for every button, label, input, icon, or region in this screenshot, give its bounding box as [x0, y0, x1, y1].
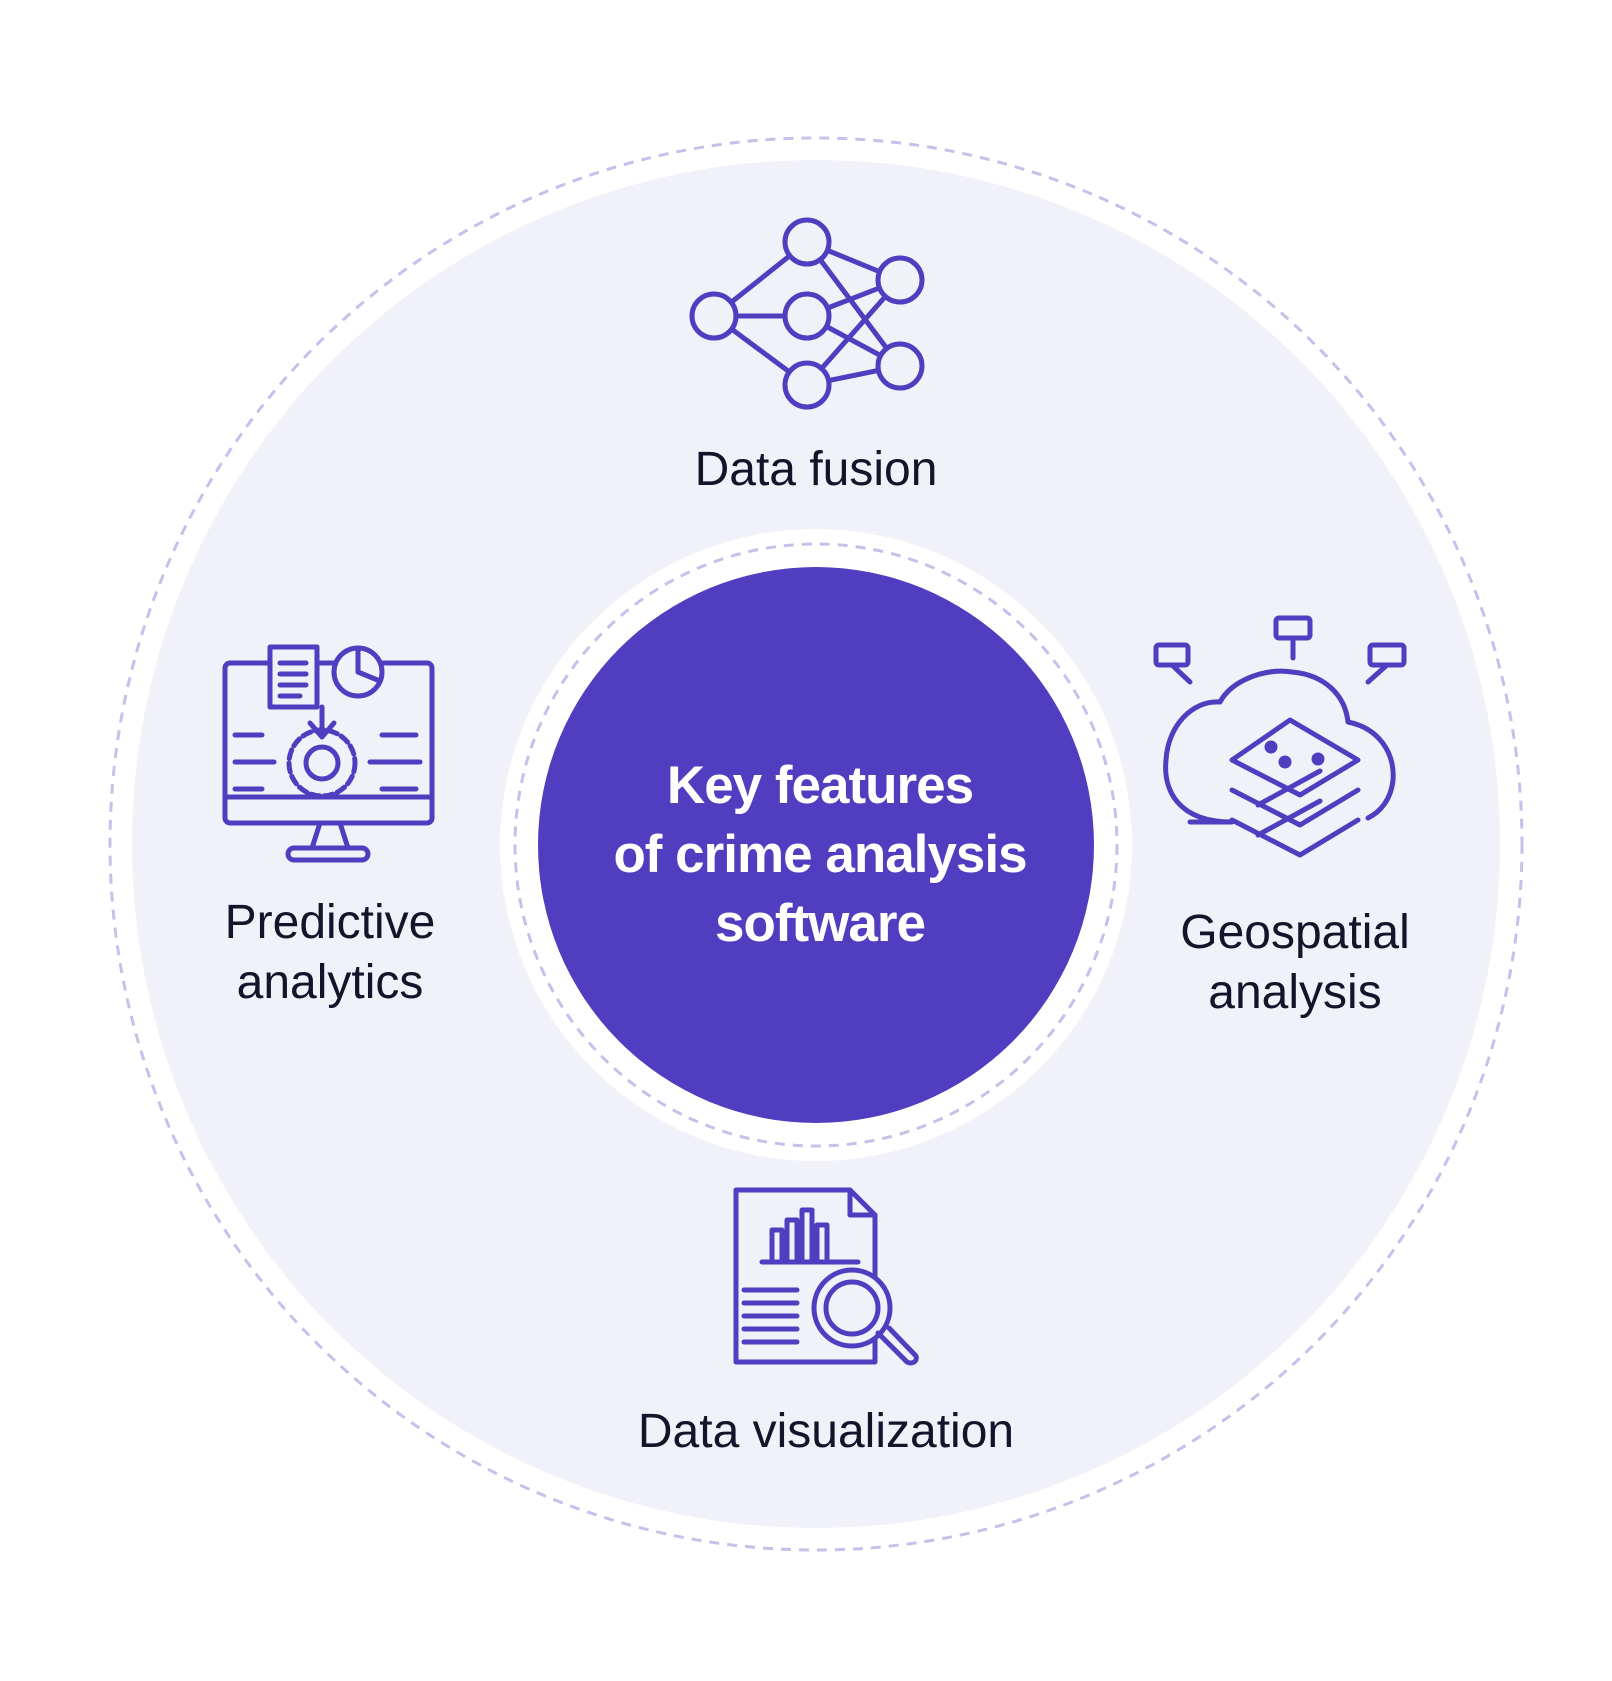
predictive-analytics-label: Predictive analytics — [180, 893, 480, 1013]
center-title: Key features of crime analysis software — [540, 751, 1100, 958]
predictive-analytics-label-line-1: Predictive — [224, 896, 436, 949]
data-fusion-label: Data fusion — [694, 443, 938, 496]
report-magnifier-icon — [733, 1187, 919, 1366]
center-title-line-2: of crime analysis — [613, 825, 1027, 884]
monitor-gear-icon — [222, 644, 435, 863]
cloud-map-icon — [1153, 615, 1407, 858]
center-title-line-1: Key features — [666, 756, 974, 815]
data-visualization-label: Data visualization — [637, 1405, 1015, 1458]
geospatial-analysis-label: Geospatial analysis — [1140, 903, 1450, 1023]
neural-network-icon — [689, 217, 925, 410]
center-disc — [538, 567, 1094, 1123]
outer-dashed-ring — [108, 136, 1524, 1552]
geospatial-analysis-label-line-2: analysis — [1208, 966, 1382, 1019]
predictive-analytics-label-line-2: analytics — [236, 956, 424, 1009]
inner-dashed-ring — [513, 542, 1119, 1148]
geospatial-analysis-label-line-1: Geospatial — [1180, 906, 1410, 959]
center-title-line-3: software — [715, 894, 926, 953]
